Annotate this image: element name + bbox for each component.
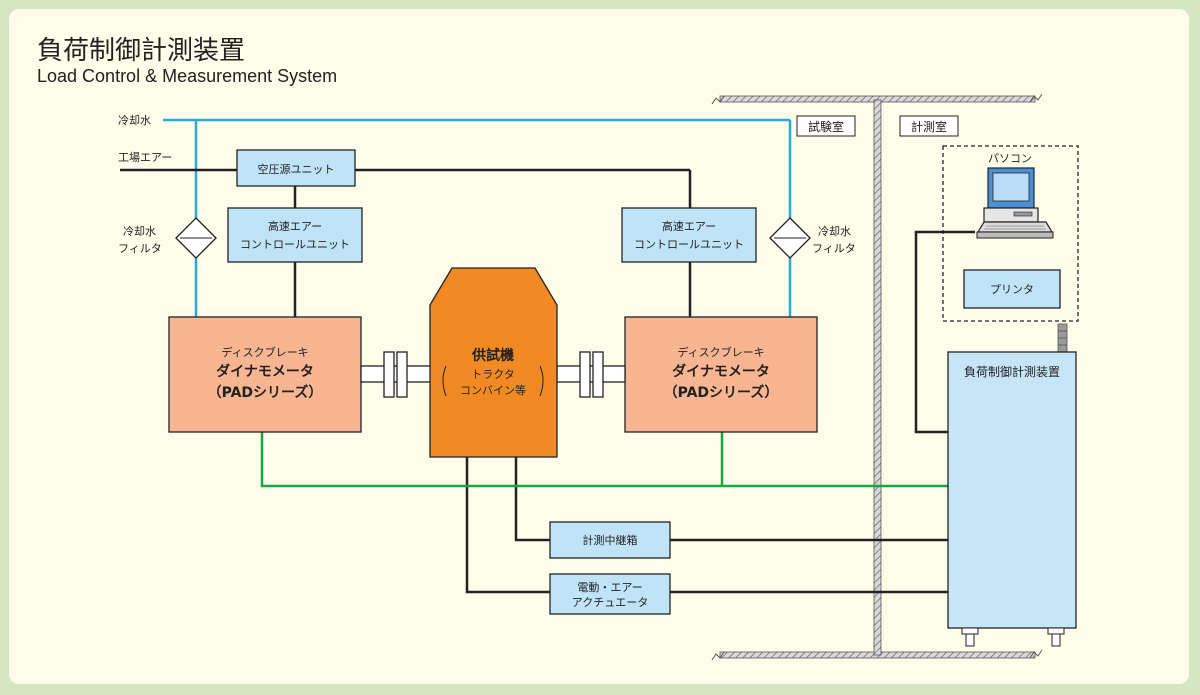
- hs-air-control-left: 高速エアー コントロールユニット: [227, 207, 363, 263]
- hs-air-control-right: 高速エアー コントロールユニット: [621, 207, 757, 263]
- relay-box: 計測中継箱: [549, 521, 671, 559]
- pc-area: パソコン プリンタ: [942, 145, 1079, 322]
- actuator: 電動・エアー アクチュエータ: [549, 573, 671, 615]
- wall: [711, 93, 1043, 661]
- dyno-right-line2: ダイナモメータ: [672, 363, 770, 380]
- filter-right: 冷却水 フィルタ: [769, 217, 856, 259]
- test-machine-line1: 供試機: [471, 347, 514, 364]
- printer-label: プリンタ: [990, 283, 1034, 296]
- wall-break-right-bottom: [1029, 649, 1043, 659]
- hs-air-control-left-line2: コントロールユニット: [240, 238, 350, 251]
- actuator-line2: アクチュエータ: [572, 596, 648, 609]
- wall-break-right-top: [1029, 93, 1043, 103]
- relay-box-label: 計測中継箱: [583, 533, 638, 547]
- signal-lines: [260, 432, 948, 488]
- dyno-left-line3: （PADシリーズ）: [208, 384, 323, 401]
- page-title: 負荷制御計測装置: [37, 36, 246, 66]
- cooling-water-label: 冷却水: [118, 114, 151, 127]
- dyno-right-line3: （PADシリーズ）: [664, 384, 779, 401]
- test-room-label: 試験室: [808, 119, 844, 134]
- test-machine-line3: コンバイン等: [460, 383, 526, 397]
- hs-air-control-left-line1: 高速エアー: [268, 219, 322, 233]
- air-source-label: 空圧源ユニット: [258, 162, 335, 176]
- controller-label: 負荷制御計測装置: [964, 364, 1060, 379]
- air-lines: [120, 168, 975, 594]
- actuator-line1: 電動・エアー: [577, 580, 642, 594]
- dyno-right-line1: ディスクブレーキ: [677, 345, 764, 359]
- test-machine-to-actuator: [465, 457, 550, 594]
- filter-left-line2: フィルタ: [118, 242, 162, 255]
- printer-box: [963, 269, 1061, 309]
- controller-cabinet: 負荷制御計測装置: [947, 323, 1077, 647]
- dynamometer-right: ディスクブレーキ ダイナモメータ （PADシリーズ）: [624, 316, 818, 433]
- test-machine-line2: トラクタ: [471, 368, 515, 381]
- wall-partition: [873, 99, 882, 656]
- pc-label: パソコン: [988, 152, 1032, 165]
- coupling-left: [360, 351, 434, 398]
- wall-break-left-top: [711, 95, 725, 105]
- paren-right: [539, 365, 544, 397]
- measurement-room-label: 計測室: [911, 119, 947, 134]
- paren-left: [442, 365, 447, 397]
- factory-air-label: 工場エアー: [118, 151, 172, 164]
- filter-right-line2: フィルタ: [812, 242, 856, 255]
- dyno-left-line2: ダイナモメータ: [216, 363, 314, 380]
- wall-break-left-bottom: [711, 651, 725, 661]
- test-room-tag: 試験室: [796, 115, 856, 137]
- filter-left-line1: 冷却水: [123, 225, 156, 238]
- hs-air-control-right-line1: 高速エアー: [662, 219, 716, 233]
- filter-right-line1: 冷却水: [818, 225, 851, 238]
- hs-air-control-right-line2: コントロールユニット: [634, 238, 744, 251]
- air-source-unit: 空圧源ユニット: [236, 149, 356, 187]
- dyno-left-line1: ディスクブレーキ: [221, 345, 308, 359]
- test-machine: 供試機 トラクタ コンバイン等: [429, 267, 558, 458]
- signal-left-dyno: [260, 432, 948, 488]
- cabinet-foot-right: [1047, 627, 1065, 647]
- cabinet-foot-left: [961, 627, 979, 647]
- filter-left: 冷却水 フィルタ: [118, 217, 217, 259]
- computer-icon: [976, 167, 1054, 239]
- pc-to-controller: [914, 230, 975, 434]
- test-machine-to-relay: [514, 457, 550, 542]
- page-subtitle: Load Control & Measurement System: [37, 66, 338, 86]
- measurement-room-tag: 計測室: [899, 115, 959, 137]
- coupling-right: [556, 351, 626, 398]
- dynamometer-left: ディスクブレーキ ダイナモメータ （PADシリーズ）: [168, 316, 362, 433]
